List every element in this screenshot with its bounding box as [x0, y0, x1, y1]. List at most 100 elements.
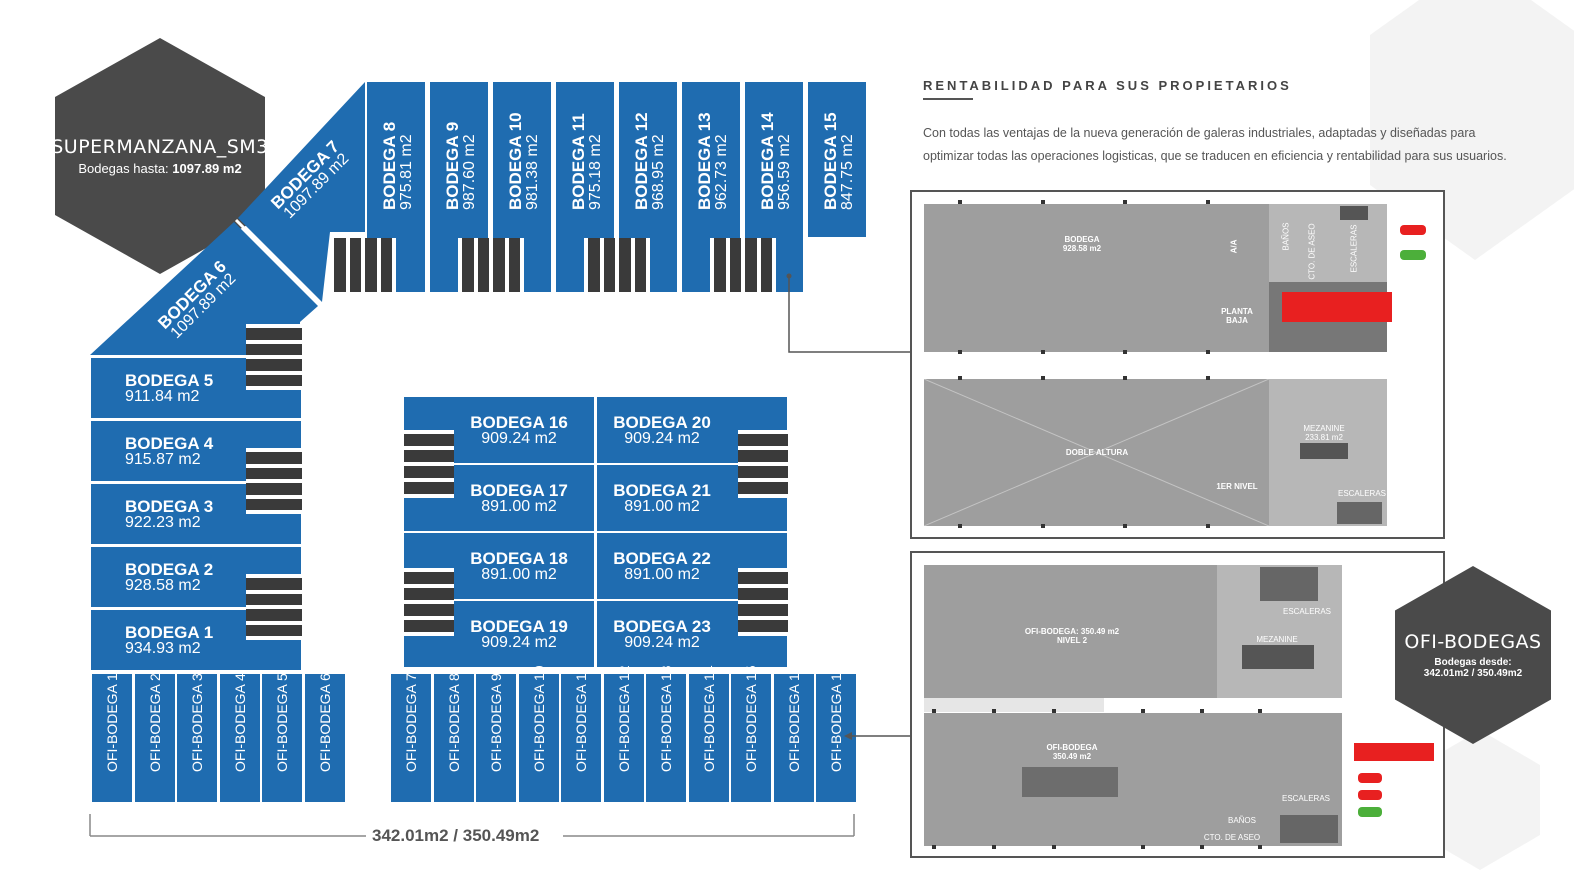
column-marker: [1258, 709, 1262, 713]
bodega-area: 909.24 m2: [624, 633, 700, 651]
car-icon: [1358, 790, 1382, 800]
column-marker: [1052, 845, 1056, 849]
column-marker: [1123, 524, 1127, 528]
dimension-label: 342.01m2 / 350.49m2: [372, 826, 540, 845]
ofibodegas-badge: OFI-BODEGAS Bodegas desde: 342.01m2 / 35…: [1395, 566, 1551, 744]
column-marker: [1123, 200, 1127, 204]
car-icon: [1400, 225, 1426, 235]
ofi-bodega-unit[interactable]: OFI-BODEGA 15: [731, 665, 771, 802]
loading-dock: [710, 238, 776, 292]
ofi-bodega-unit[interactable]: OFI-BODEGA 12: [603, 665, 644, 802]
supermanzana-subtitle: Bodegas hasta: 1097.89 m2: [78, 161, 242, 176]
ofi-bodega-label: OFI-BODEGA 2: [146, 673, 163, 772]
stairs-icon: [1340, 206, 1368, 220]
ofi-bodega-unit[interactable]: OFI-BODEGA 9: [476, 673, 516, 802]
ofi-bodega-label: OFI-BODEGA 13: [658, 665, 674, 772]
cto-aseo-label: CTO. DE ASEO: [1307, 223, 1317, 280]
column-marker: [1141, 709, 1145, 713]
ofi-bodega-label: OFI-BODEGA 5: [274, 673, 290, 772]
bodega-area: 909.24 m2: [624, 429, 700, 447]
ofi-bodega-unit[interactable]: OFI-BODEGA 3: [177, 673, 217, 802]
column-marker: [1052, 709, 1056, 713]
banos-label: BAÑOS: [1227, 816, 1256, 825]
ofi-bodega-unit[interactable]: OFI-BODEGA 7: [391, 673, 431, 802]
ofibodegas-title: OFI-BODEGAS: [1404, 631, 1542, 653]
bodega-name: BODEGA 5: [125, 370, 214, 390]
ofibodegas-line2: 342.01m2 / 350.49m2: [1423, 668, 1523, 679]
ofi-bodega-unit[interactable]: OFI-BODEGA 4: [219, 673, 260, 802]
bodega-area: 891.00 m2: [481, 497, 557, 515]
car-icon: [1358, 807, 1382, 817]
ofi-bodega-unit[interactable]: OFI-BODEGA 5: [262, 673, 302, 802]
ground-floor-area: [924, 204, 1269, 352]
bodega-name: BODEGA 2: [125, 559, 214, 579]
bodega-area: 922.23 m2: [125, 513, 201, 531]
column-marker: [958, 376, 962, 380]
column-marker: [1141, 845, 1145, 849]
ofi-bodega-unit[interactable]: OFI-BODEGA 11: [561, 666, 601, 802]
loading-dock: [738, 430, 788, 498]
column-marker: [992, 709, 996, 713]
column-marker: [1200, 709, 1204, 713]
ofi-bodega-unit[interactable]: OFI-BODEGA 13: [646, 665, 686, 802]
bodega-15-unit[interactable]: [808, 82, 866, 237]
column-marker: [932, 709, 936, 713]
bodega-area: 911.84 m2: [125, 387, 200, 405]
column-marker: [1206, 524, 1210, 528]
car-icon: [1400, 250, 1426, 260]
ofi-bodega-unit[interactable]: OFI-BODEGA 14: [688, 665, 729, 802]
column-marker: [992, 845, 996, 849]
column-marker: [1206, 350, 1210, 354]
column-marker: [1123, 350, 1127, 354]
loading-dock: [458, 238, 524, 292]
bodega-name: BODEGA 3: [125, 496, 214, 516]
ofi-bodega-label: OFI-BODEGA 3: [189, 673, 205, 772]
bodega-area: 891.00 m2: [624, 565, 700, 583]
bodega-name: BODEGA 23: [613, 616, 711, 636]
bodega-name: BODEGA 4: [125, 433, 214, 453]
column-marker: [1123, 376, 1127, 380]
office-box: [1022, 767, 1118, 797]
ofi-bodega-unit[interactable]: OFI-BODEGA 8: [433, 673, 474, 802]
bodega-name: BODEGA 20: [613, 412, 711, 432]
truck-icon: [1282, 292, 1392, 322]
ofibodegas-line1: Bodegas desde:: [1434, 657, 1512, 668]
ground-office: [924, 713, 1342, 846]
level-2-office: [924, 565, 1217, 698]
ofi-bodega-unit[interactable]: OFI-BODEGA 2: [134, 673, 175, 802]
mezzanine-box: [1242, 645, 1314, 669]
ofi-bodega-unit[interactable]: OFI-BODEGA 10: [518, 665, 559, 802]
level-2-strip: [924, 698, 1104, 712]
loading-dock: [404, 568, 454, 636]
column-marker: [1041, 350, 1045, 354]
doble-altura-label: DOBLE ALTURA: [1065, 448, 1129, 457]
double-height-cross: [924, 379, 1269, 526]
column-marker: [1041, 524, 1045, 528]
bodega-name: BODEGA 19: [470, 616, 568, 636]
column-marker: [1258, 845, 1262, 849]
ofi-bodega-unit[interactable]: OFI-BODEGA 1: [92, 673, 132, 802]
section-title-underline: [923, 98, 973, 100]
bodega-6-shape: [90, 222, 318, 355]
aa-label: A/A: [1229, 239, 1239, 254]
truck-icon: [1354, 743, 1434, 761]
loading-dock: [404, 430, 454, 498]
column-marker: [958, 200, 962, 204]
column-marker: [1200, 845, 1204, 849]
connector-lines: [786, 273, 912, 740]
ofi-bodega-unit[interactable]: OFI-BODEGA 16: [773, 665, 814, 802]
loading-dock: [246, 324, 302, 390]
mezzanine-box: [1300, 443, 1348, 459]
cto-aseo-label: CTO. DE ASEO: [1203, 833, 1261, 842]
column-marker: [1206, 200, 1210, 204]
ofi-bodega-unit[interactable]: OFI-BODEGA 6: [304, 673, 345, 802]
